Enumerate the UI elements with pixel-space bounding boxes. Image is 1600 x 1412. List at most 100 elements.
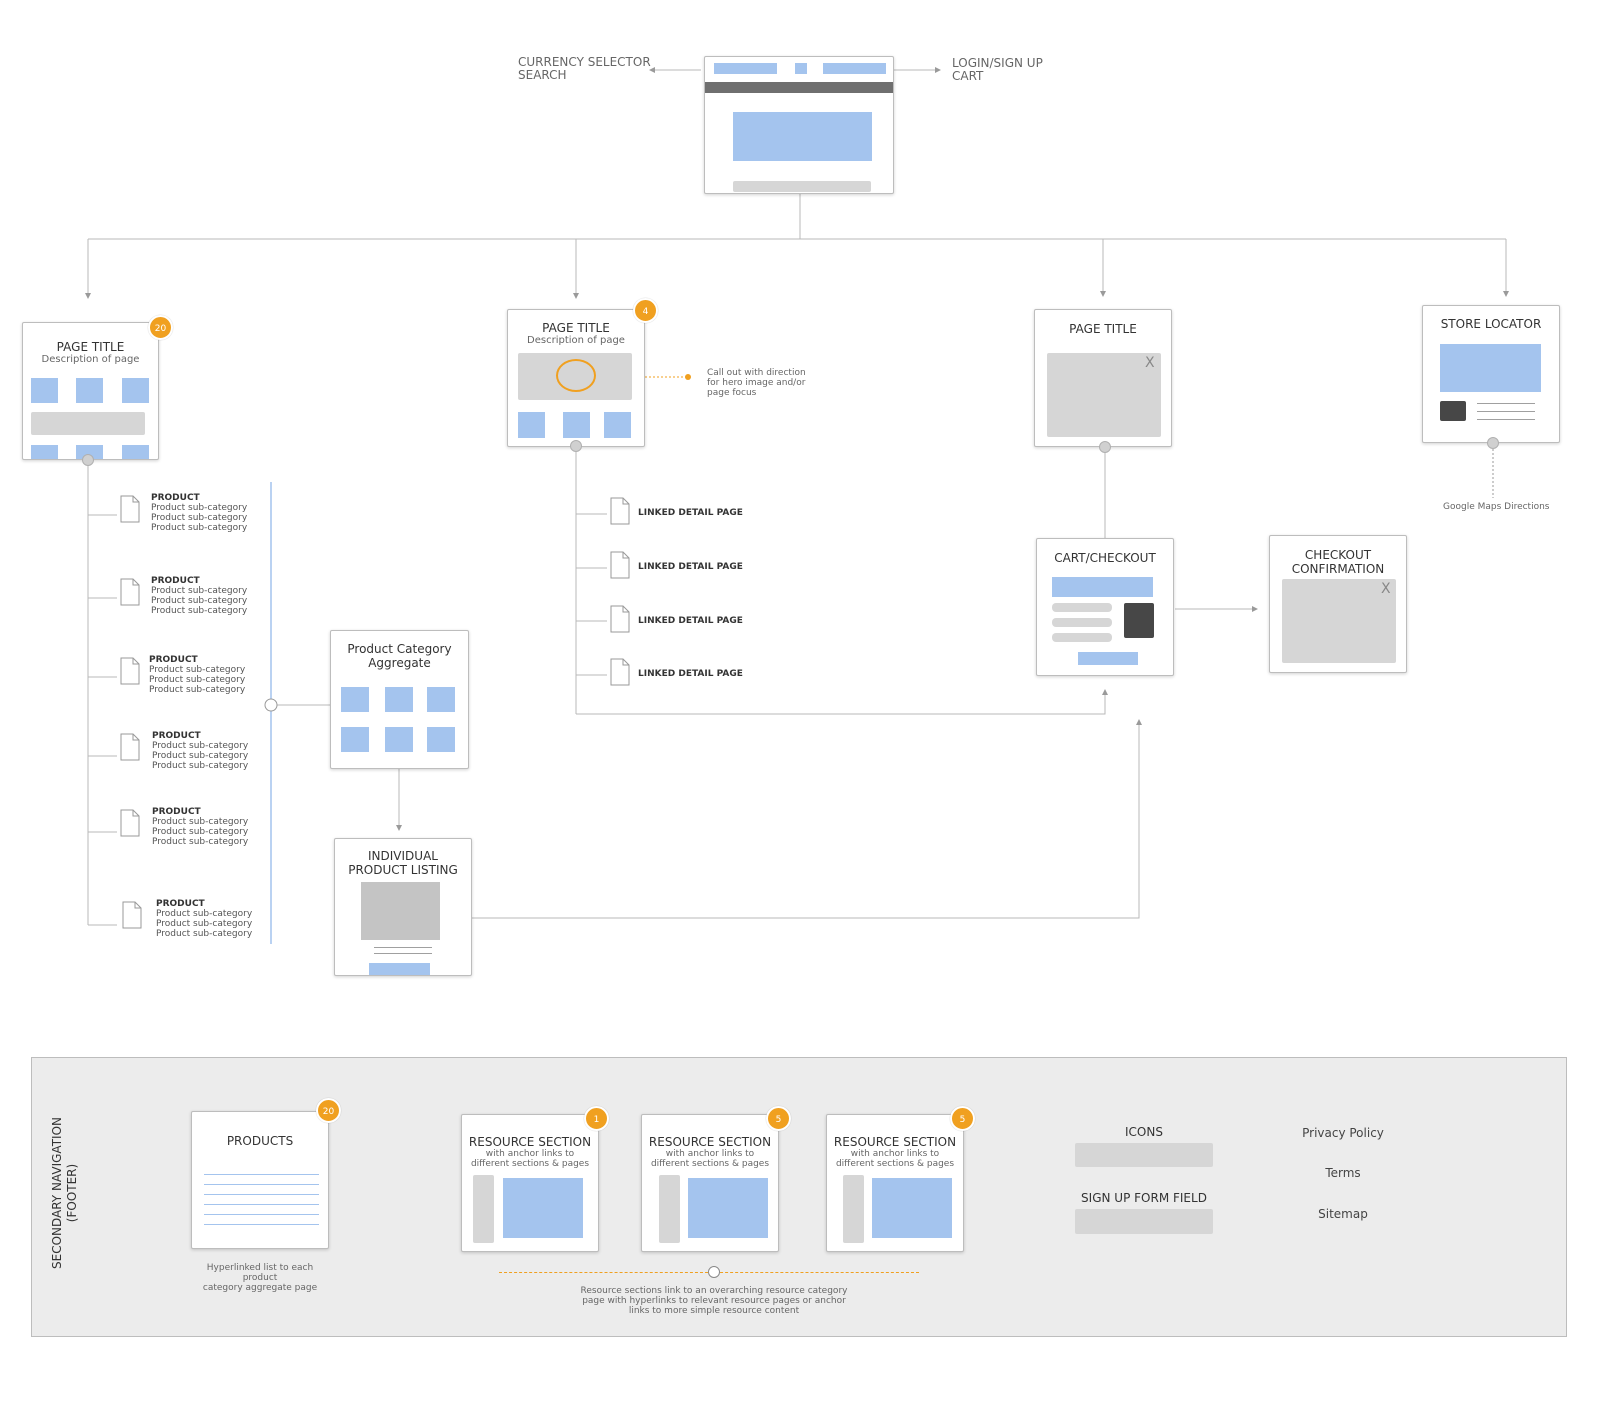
close-icon[interactable]: X	[1145, 355, 1155, 371]
cart-line	[1052, 633, 1112, 642]
store-locator-connector	[1487, 437, 1499, 449]
checkout-confirmation-card[interactable]: CHECKOUT CONFIRMATION X	[1269, 535, 1407, 673]
third-page-card[interactable]: PAGE TITLE X	[1034, 309, 1172, 447]
hero-page-connector	[570, 440, 582, 452]
document-icon	[610, 658, 630, 686]
close-icon[interactable]: X	[1381, 581, 1391, 597]
product-subcategory: Product sub-category	[151, 586, 248, 596]
product-image-block	[361, 882, 440, 940]
text-line	[1477, 419, 1535, 420]
note-line: Hyperlinked list to each product	[206, 1263, 314, 1283]
product-title: PRODUCT	[151, 493, 200, 503]
sitemap-link[interactable]: Sitemap	[1318, 1207, 1368, 1221]
product-subcategory: Product sub-category	[151, 503, 248, 513]
store-locator-title: STORE LOCATOR	[1440, 317, 1542, 331]
individual-product-listing-card[interactable]: INDIVIDUAL PRODUCT LISTING	[334, 838, 472, 976]
callout-line: page focus	[707, 388, 757, 398]
resource-section-sub: with anchor links to	[665, 1149, 755, 1159]
header-left-note: CURRENCY SELECTOR SEARCH	[518, 56, 651, 82]
document-icon	[120, 733, 140, 761]
product-subcategory: Product sub-category	[151, 523, 248, 533]
linked-detail-page-label: LINKED DETAIL PAGE	[638, 616, 743, 626]
link-line	[204, 1204, 319, 1205]
resource-section-title: RESOURCE SECTION	[648, 1135, 772, 1149]
product-block	[76, 378, 103, 403]
product-block	[31, 378, 58, 403]
terms-link[interactable]: Terms	[1325, 1166, 1361, 1180]
listing-title-line: PRODUCT LISTING	[348, 863, 458, 877]
third-page-connector	[1099, 441, 1111, 453]
login-signup-label: LOGIN/SIGN UP	[952, 56, 1043, 70]
resource-connector-node	[708, 1266, 720, 1278]
link-line	[204, 1224, 319, 1225]
cart-header-block	[1052, 577, 1153, 597]
nav-block-right	[823, 63, 886, 74]
resource-section-sub: different sections & pages	[470, 1159, 590, 1169]
resource-section-card[interactable]: RESOURCE SECTION with anchor links to di…	[641, 1114, 779, 1252]
resource-section-card[interactable]: RESOURCE SECTION with anchor links to di…	[461, 1114, 599, 1252]
product-subcategory: Product sub-category	[149, 685, 246, 695]
category-page-description: Description of page	[41, 354, 140, 365]
note-line: Resource sections link to an overarching…	[580, 1286, 848, 1296]
hero-page-description: Description of page	[527, 335, 625, 346]
search-label: SEARCH	[518, 68, 567, 82]
product-block	[122, 378, 149, 403]
resource-section-card[interactable]: RESOURCE SECTION with anchor links to di…	[826, 1114, 964, 1252]
footer-products-card[interactable]: PRODUCTS	[191, 1111, 329, 1249]
category-page-title: PAGE TITLE	[56, 340, 125, 354]
cart-checkout-card[interactable]: CART/CHECKOUT	[1036, 538, 1174, 676]
add-to-cart-block	[369, 963, 430, 975]
banner-block	[31, 412, 145, 435]
product-category-aggregate-card[interactable]: Product Category Aggregate	[330, 630, 469, 769]
header-right-note: LOGIN/SIGN UP CART	[952, 57, 1043, 83]
resource-section-badge: 5	[950, 1106, 975, 1131]
homepage-card[interactable]	[704, 56, 894, 194]
product-subcategory: Product sub-category	[156, 919, 253, 929]
confirmation-modal-block	[1282, 579, 1396, 663]
confirmation-title-line: CHECKOUT	[1304, 548, 1372, 562]
cart-line	[1052, 603, 1112, 612]
document-icon	[610, 605, 630, 633]
cart-line	[1052, 618, 1112, 627]
nav-block-left	[714, 63, 777, 74]
store-locator-card[interactable]: STORE LOCATOR	[1422, 305, 1560, 443]
location-pin-block	[1440, 401, 1466, 421]
currency-selector-label: CURRENCY SELECTOR	[518, 55, 651, 69]
google-maps-note: Google Maps Directions	[1443, 502, 1550, 512]
note-line: page with hyperlinks to relevant resourc…	[582, 1296, 846, 1306]
linked-detail-page-label: LINKED DETAIL PAGE	[638, 508, 743, 518]
signup-field[interactable]	[1075, 1209, 1213, 1234]
resource-content-block	[872, 1178, 952, 1238]
product-title: PRODUCT	[156, 899, 205, 909]
product-block	[427, 687, 455, 712]
note-line: category aggregate page	[202, 1283, 318, 1293]
product-block	[341, 687, 369, 712]
content-block	[604, 412, 631, 438]
product-subcategory: Product sub-category	[152, 837, 249, 847]
text-line	[1477, 411, 1535, 412]
callout-line: Call out with direction	[707, 368, 806, 378]
listing-title-line: INDIVIDUAL	[368, 849, 438, 863]
product-subcategory: Product sub-category	[156, 909, 253, 919]
product-subcategory: Product sub-category	[152, 761, 249, 771]
resource-section-sub: different sections & pages	[835, 1159, 955, 1169]
category-page-card[interactable]: PAGE TITLE Description of page	[22, 322, 159, 460]
product-subcategory: Product sub-category	[151, 606, 248, 616]
product-subcategory: Product sub-category	[152, 817, 249, 827]
product-title: PRODUCT	[152, 807, 201, 817]
product-block	[427, 727, 455, 752]
footer-label-line: (FOOTER)	[65, 1163, 79, 1223]
linked-detail-page-label: LINKED DETAIL PAGE	[638, 562, 743, 572]
hero-page-title: PAGE TITLE	[542, 321, 610, 335]
hero-page-card[interactable]: PAGE TITLE Description of page	[507, 309, 645, 447]
signup-label: SIGN UP FORM FIELD	[1081, 1191, 1207, 1205]
document-icon	[120, 578, 140, 606]
document-icon	[120, 657, 140, 685]
secondary-navigation-footer: SECONDARY NAVIGATION (FOOTER) PRODUCTS 2…	[31, 1057, 1567, 1337]
footer-products-title: PRODUCTS	[226, 1134, 294, 1148]
product-subcategory: Product sub-category	[152, 751, 249, 761]
icons-block[interactable]	[1075, 1143, 1213, 1167]
privacy-policy-link[interactable]: Privacy Policy	[1302, 1126, 1384, 1140]
product-subcategory: Product sub-category	[152, 741, 249, 751]
document-icon	[122, 901, 142, 929]
